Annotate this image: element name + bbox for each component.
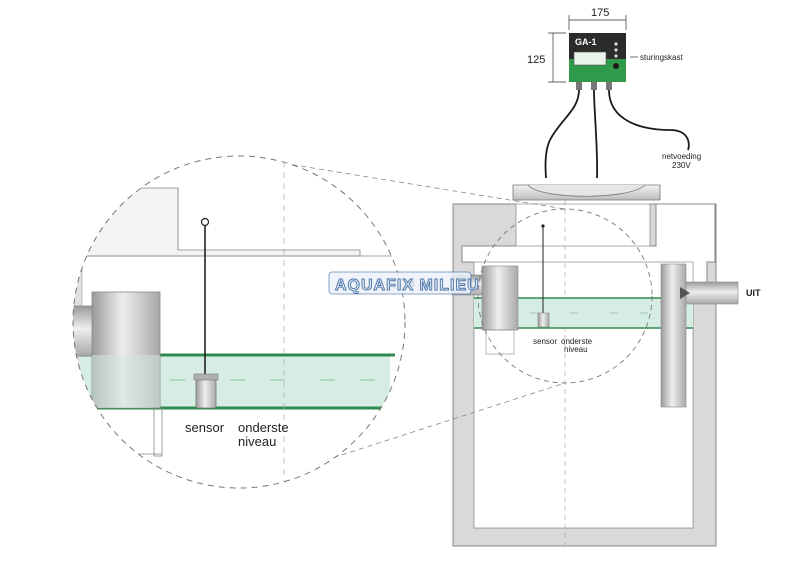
watermark: AQUAFIX MILIEU — [328, 271, 480, 294]
outlet-tee — [660, 263, 687, 408]
led-icon — [614, 48, 618, 52]
height-dimension: 125 — [527, 54, 545, 66]
level-label-line2: niveau — [238, 434, 276, 449]
inlet-tee — [481, 265, 519, 331]
sensor-float-zoom — [195, 375, 217, 409]
level-label-small-line2: niveau — [564, 345, 588, 354]
watermark-text: AQUAFIX MILIEU — [335, 277, 480, 294]
zoom-detail: sensor onderste niveau — [72, 155, 406, 489]
control-box-label: sturingskast — [640, 53, 683, 62]
cable-gland-icon — [576, 82, 582, 90]
power-label-line1: netvoeding — [662, 152, 701, 161]
sensor-label: sensor — [185, 420, 225, 435]
level-label-small-line1: onderste — [561, 337, 593, 346]
cables — [544, 89, 690, 179]
led-icon — [614, 54, 618, 58]
width-dimension: 175 — [591, 7, 609, 19]
outlet-label: UIT — [746, 288, 761, 298]
tank: IN UIT sensor onderste niveau — [406, 184, 761, 547]
cable-gland-icon — [591, 82, 597, 90]
control-box-display — [573, 51, 607, 66]
tank-wall — [452, 203, 717, 547]
button-icon — [613, 63, 619, 69]
cable-gland-icon — [606, 82, 612, 90]
tank-lid-dome — [527, 184, 646, 197]
sensor-label-small: sensor — [533, 337, 557, 346]
level-label-line1: onderste — [238, 420, 289, 435]
control-box-model: GA-1 — [575, 37, 597, 47]
sensor-float — [537, 312, 550, 328]
led-icon — [614, 42, 618, 46]
tank-neck — [515, 203, 651, 247]
power-label-line2: 230V — [672, 161, 691, 170]
control-box: GA-1 175 125 sturingskast — [527, 7, 683, 90]
